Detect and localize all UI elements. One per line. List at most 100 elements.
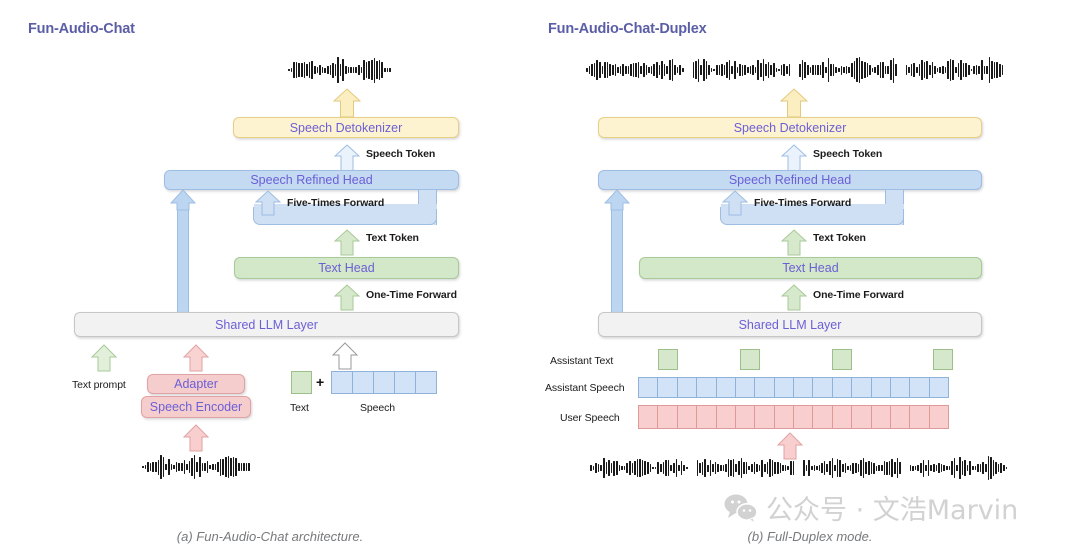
token-cell — [928, 377, 949, 398]
token-cell — [676, 405, 698, 429]
arrow-one-time-forward — [334, 284, 360, 311]
token-cell — [870, 377, 891, 398]
label-text-token: Text Token — [366, 232, 419, 244]
panel-fun-audio-chat: Fun-Audio-Chat Speech Detokenizer Speech… — [28, 21, 459, 544]
token-cell — [812, 405, 833, 429]
input-waveform — [142, 455, 250, 479]
token-cell — [734, 377, 756, 398]
token-cell — [715, 405, 736, 429]
token-cell — [696, 377, 717, 398]
token-cell — [851, 405, 872, 429]
arrow-text-token — [334, 229, 360, 256]
label-assistant-speech: Assistant Speech — [545, 382, 625, 394]
block-speech-refined-head[interactable]: Speech Refined Head — [164, 170, 459, 190]
label-five-times-forward: Five-Times Forward — [287, 197, 385, 209]
input-waveform — [590, 456, 1008, 480]
token-cell — [657, 405, 678, 429]
block-shared-llm-layer[interactable]: Shared LLM Layer — [598, 312, 982, 337]
token-cell — [889, 377, 911, 398]
token-cell — [831, 405, 853, 429]
assistant-speech-strip — [638, 377, 964, 398]
token-cell — [851, 377, 872, 398]
loop-pipe-horizontal — [720, 207, 904, 225]
block-shared-llm-layer[interactable]: Shared LLM Layer — [74, 312, 459, 337]
label-text-prompt: Text prompt — [72, 379, 126, 391]
block-speech-detokenizer[interactable]: Speech Detokenizer — [233, 117, 459, 138]
wechat-icon — [724, 494, 758, 523]
speech-token-strip — [331, 371, 441, 394]
block-label: Adapter — [174, 377, 218, 391]
block-speech-refined-head[interactable]: Speech Refined Head — [598, 170, 982, 190]
label-one-time-forward: One-Time Forward — [813, 289, 904, 301]
token-cell — [373, 371, 395, 394]
token-cell — [754, 377, 775, 398]
arrow-one-time-forward — [781, 284, 807, 311]
token-cell — [889, 405, 911, 429]
arrow-text-prompt — [90, 344, 118, 372]
assistant-text-token — [831, 349, 852, 370]
loop-pipe-joint — [721, 204, 904, 209]
shaft-llm-to-speech-refined-head — [177, 203, 189, 313]
token-cell — [394, 371, 416, 394]
panel-fun-audio-chat-duplex: Fun-Audio-Chat-Duplex Speech Detokenizer… — [540, 0, 1080, 555]
arrow-five-times-forward — [255, 190, 281, 216]
token-cell — [793, 377, 814, 398]
token-cell — [638, 405, 659, 429]
label-five-times-forward: Five-Times Forward — [754, 197, 852, 209]
output-waveform — [586, 57, 1004, 83]
panel-b-caption: (b) Full-Duplex mode. — [747, 529, 873, 544]
arrow-llm-to-speech-refined-head — [604, 189, 630, 211]
watermark: 公众号 · 文浩Marvin — [724, 488, 1018, 527]
block-label: Speech Detokenizer — [733, 120, 847, 135]
token-cell — [331, 371, 353, 394]
panel-a-caption: (a) Fun-Audio-Chat architecture. — [176, 529, 364, 544]
token-cell — [812, 377, 833, 398]
block-label: Speech Refined Head — [250, 173, 373, 187]
panel-b-title: Fun-Audio-Chat-Duplex — [548, 21, 707, 37]
token-cell — [638, 377, 659, 398]
plus-sign: + — [316, 374, 325, 390]
label-text-token: Text Token — [813, 232, 866, 244]
block-label: Text Head — [782, 261, 839, 275]
block-text-head[interactable]: Text Head — [639, 257, 982, 279]
token-cell — [870, 405, 891, 429]
token-cell — [657, 377, 678, 398]
block-label: Speech Encoder — [149, 400, 243, 414]
arrow-speech-token — [781, 144, 807, 172]
token-cell — [831, 377, 853, 398]
assistant-text-token — [739, 349, 760, 370]
text-token-square — [291, 371, 312, 394]
label-text: Text — [290, 402, 309, 414]
arrow-detokenizer-to-audio — [333, 88, 361, 118]
label-assistant-text: Assistant Text — [550, 355, 614, 367]
user-speech-strip — [638, 405, 964, 429]
block-speech-detokenizer[interactable]: Speech Detokenizer — [598, 117, 982, 138]
label-speech-token: Speech Token — [813, 148, 883, 160]
arrow-five-times-forward — [722, 190, 748, 216]
token-cell — [754, 405, 775, 429]
label-speech: Speech — [360, 402, 396, 414]
token-cell — [793, 405, 814, 429]
label-user-speech: User Speech — [560, 412, 620, 424]
block-text-head[interactable]: Text Head — [234, 257, 459, 279]
arrow-detokenizer-to-audio — [780, 88, 808, 118]
arrow-audio-to-speech-encoder — [182, 424, 210, 452]
arrow-adapter-to-llm — [182, 344, 210, 372]
arrow-audio-to-user-speech — [776, 432, 804, 460]
loop-pipe-horizontal — [253, 207, 437, 225]
block-label: Shared LLM Layer — [738, 317, 842, 332]
label-speech-token: Speech Token — [366, 148, 436, 160]
panel-a-title: Fun-Audio-Chat — [28, 21, 135, 37]
block-label: Shared LLM Layer — [215, 317, 318, 332]
shaft-llm-to-speech-refined-head — [611, 203, 623, 313]
output-waveform — [288, 57, 391, 83]
arrow-speech-token — [334, 144, 360, 172]
token-cell — [676, 377, 698, 398]
block-label: Text Head — [318, 261, 375, 275]
token-cell — [715, 377, 736, 398]
block-speech-encoder[interactable]: Speech Encoder — [141, 396, 251, 418]
block-adapter[interactable]: Adapter — [147, 374, 245, 394]
token-cell — [415, 371, 437, 394]
assistant-text-token — [658, 349, 679, 370]
assistant-text-token — [933, 349, 954, 370]
